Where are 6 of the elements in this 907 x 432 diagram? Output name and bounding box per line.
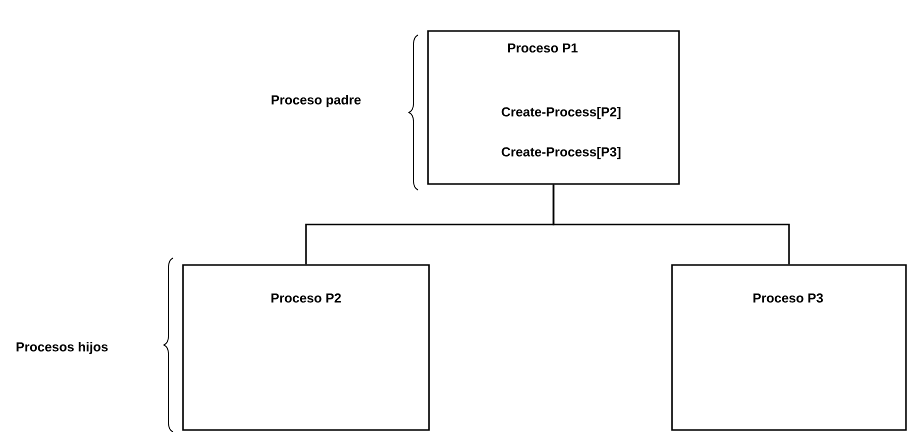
group-label: Procesos hijos (16, 342, 108, 354)
process-box: Proceso P2 (182, 264, 430, 431)
group-label: Proceso padre (272, 94, 361, 108)
process-box: Proceso P3 (671, 264, 907, 431)
connector (552, 184, 790, 264)
process-box: Proceso P1 Create-Process[P2] Create-Process[P3] (427, 30, 680, 185)
